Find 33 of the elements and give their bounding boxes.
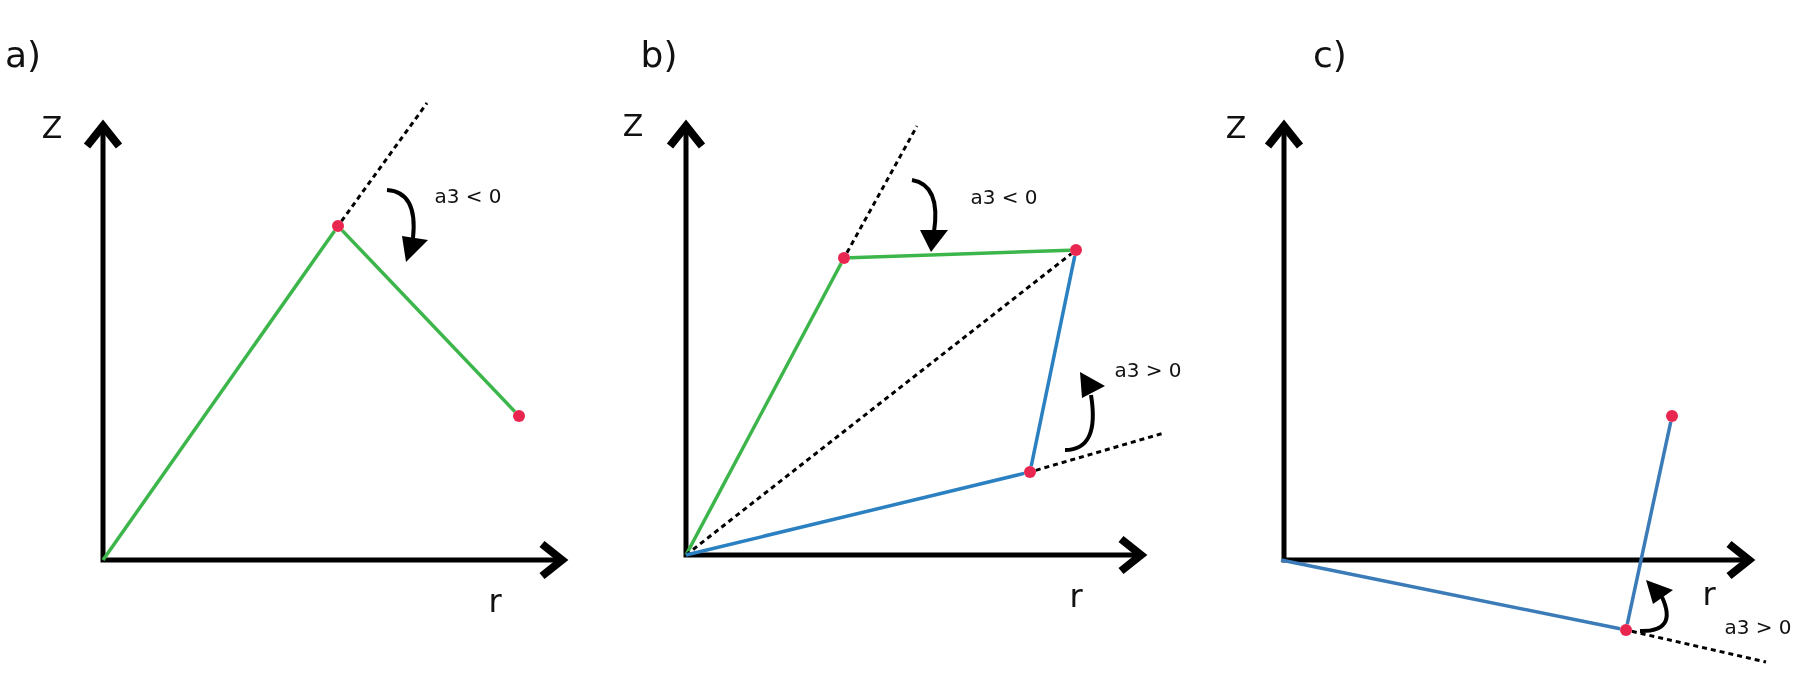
dotted-extension-line	[1035, 431, 1165, 472]
angle-label: a3 < 0	[434, 186, 502, 206]
angle-label: a3 > 0	[1114, 360, 1182, 380]
axis-label: r	[1702, 578, 1716, 610]
axis-label: r	[488, 585, 502, 617]
arm-link-line	[684, 262, 843, 556]
panel-label: b)	[640, 37, 678, 73]
joint-dot	[332, 220, 344, 232]
panel-label: a)	[4, 37, 42, 73]
angle-label: a3 > 0	[1724, 617, 1792, 637]
joint-dot	[513, 410, 525, 422]
dotted-extension-line	[1631, 629, 1767, 664]
arm-link-line	[1625, 421, 1673, 625]
arm-link-line	[1280, 558, 1621, 631]
arm-link-line	[340, 229, 517, 413]
arm-link-line	[849, 248, 1071, 260]
angle-label: a3 < 0	[970, 187, 1038, 207]
joint-dot	[1024, 466, 1036, 478]
joint-dot	[1620, 624, 1632, 636]
dotted-extension-line	[685, 252, 1073, 557]
joint-dot	[1070, 244, 1082, 256]
axis-label: Z	[1225, 113, 1247, 143]
dotted-extension-line	[340, 102, 429, 222]
dotted-extension-line	[845, 125, 919, 254]
arm-link-line	[685, 471, 1025, 557]
axis-label: r	[1069, 580, 1083, 612]
panel-label: c)	[1313, 37, 1347, 73]
arm-link-line	[101, 229, 336, 561]
joint-dot	[838, 252, 850, 264]
arm-link-line	[1029, 255, 1077, 467]
axis-label: Z	[41, 113, 63, 143]
joint-dot	[1666, 410, 1678, 422]
axis-label: Z	[622, 111, 644, 141]
